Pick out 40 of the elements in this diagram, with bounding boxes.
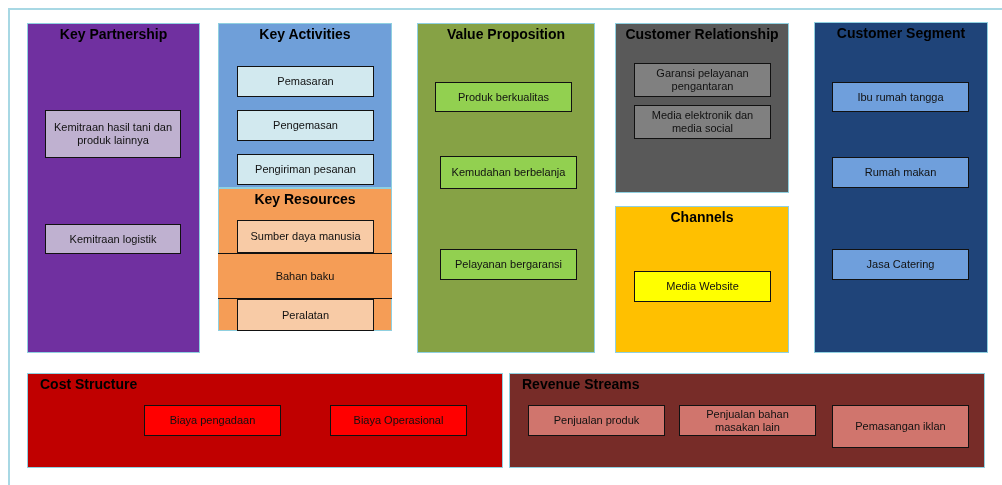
canvas-item: Kemudahan berbelanja bbox=[440, 156, 577, 189]
canvas-section bbox=[27, 23, 200, 353]
canvas-item: Peralatan bbox=[237, 299, 374, 331]
section-heading: Cost Structure bbox=[40, 377, 139, 392]
canvas-item: Penjualan produk bbox=[528, 405, 665, 436]
canvas-section bbox=[417, 23, 595, 353]
resource-band: Bahan baku bbox=[218, 253, 392, 299]
canvas-item: Biaya pengadaan bbox=[144, 405, 281, 436]
canvas-section bbox=[615, 206, 789, 353]
canvas-item: Media elektronik dan media social bbox=[634, 105, 771, 139]
canvas-section bbox=[615, 23, 789, 193]
canvas-section bbox=[218, 23, 392, 188]
section-heading: Customer Segment bbox=[835, 26, 967, 41]
section-heading: Key Activities bbox=[258, 27, 352, 42]
canvas-section bbox=[509, 373, 985, 468]
canvas-section bbox=[218, 188, 392, 331]
canvas-item: Sumber daya manusia bbox=[237, 220, 374, 253]
canvas-item: Jasa Catering bbox=[832, 249, 969, 280]
canvas-item: Pengiriman pesanan bbox=[237, 154, 374, 185]
canvas-item: Garansi pelayanan pengantaran bbox=[634, 63, 771, 97]
canvas-item: Kemitraan hasil tani dan produk lainnya bbox=[45, 110, 181, 158]
section-heading: Value Proposition bbox=[445, 27, 567, 42]
canvas-item: Penjualan bahan masakan lain bbox=[679, 405, 816, 436]
section-heading: Key Resources bbox=[253, 192, 357, 207]
canvas-item: Biaya Operasional bbox=[330, 405, 467, 436]
section-heading: Revenue Streams bbox=[522, 377, 641, 392]
section-heading: Customer Relationship bbox=[624, 27, 780, 42]
canvas-item: Media Website bbox=[634, 271, 771, 302]
canvas-item: Produk berkualitas bbox=[435, 82, 572, 112]
canvas-item: Pelayanan bergaransi bbox=[440, 249, 577, 280]
canvas-item: Pemasangan iklan bbox=[832, 405, 969, 448]
canvas-item: Pengemasan bbox=[237, 110, 374, 141]
canvas-section bbox=[27, 373, 503, 468]
canvas-item: Rumah makan bbox=[832, 157, 969, 188]
section-heading: Channels bbox=[669, 210, 735, 225]
section-heading: Key Partnership bbox=[58, 27, 169, 42]
canvas-section bbox=[814, 22, 988, 353]
canvas-item: Pemasaran bbox=[237, 66, 374, 97]
canvas-item: Ibu rumah tangga bbox=[832, 82, 969, 112]
canvas-item: Kemitraan logistik bbox=[45, 224, 181, 254]
